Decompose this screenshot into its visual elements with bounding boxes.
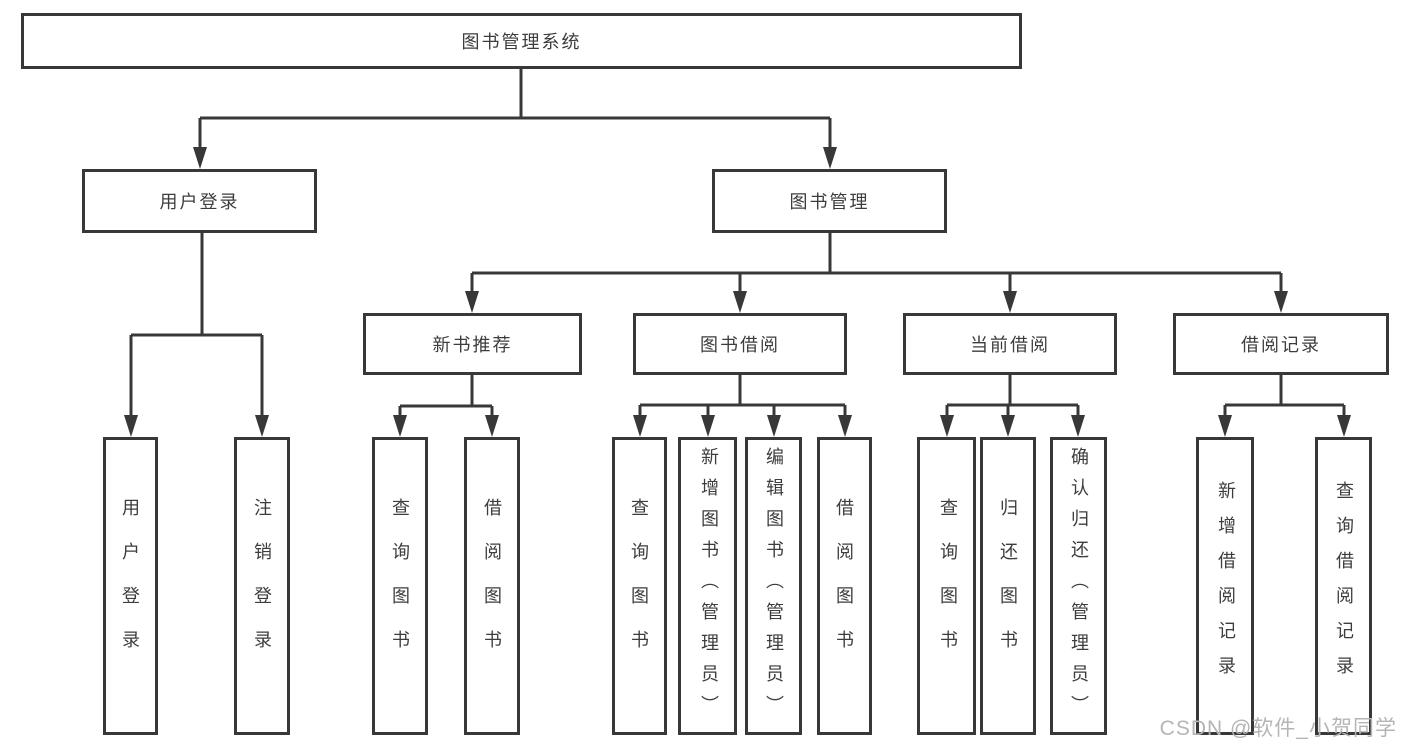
node-book-management: 图书管理 <box>712 169 947 233</box>
leaf-query-books-recommend: 查询图书 <box>372 437 428 735</box>
leaf-return-books: 归还图书 <box>980 437 1036 735</box>
leaf-borrow-books-recommend: 借阅图书 <box>464 437 520 735</box>
node-book-borrowing: 图书借阅 <box>633 313 847 375</box>
leaf-query-books-borrowing: 查询图书 <box>612 437 667 735</box>
leaf-logout: 注销登录 <box>234 437 290 735</box>
node-current-borrowing: 当前借阅 <box>903 313 1117 375</box>
leaf-borrow-books-borrowing: 借阅图书 <box>817 437 872 735</box>
leaf-query-borrow-record: 查询借阅记录 <box>1315 437 1372 735</box>
leaf-add-book-admin: 新增图书（管理员） <box>678 437 737 735</box>
node-new-book-recommendation: 新书推荐 <box>363 313 582 375</box>
leaf-user-login: 用户登录 <box>103 437 158 735</box>
node-library-system: 图书管理系统 <box>21 13 1022 69</box>
leaf-query-books-current: 查询图书 <box>917 437 976 735</box>
csdn-watermark: CSDN @软件_小贺同学 <box>1159 717 1397 740</box>
leaf-add-borrow-record: 新增借阅记录 <box>1196 437 1254 735</box>
node-borrow-records: 借阅记录 <box>1173 313 1389 375</box>
leaf-confirm-return-admin: 确认归还（管理员） <box>1050 437 1107 735</box>
leaf-edit-book-admin: 编辑图书（管理员） <box>745 437 802 735</box>
node-user-login: 用户登录 <box>82 169 317 233</box>
